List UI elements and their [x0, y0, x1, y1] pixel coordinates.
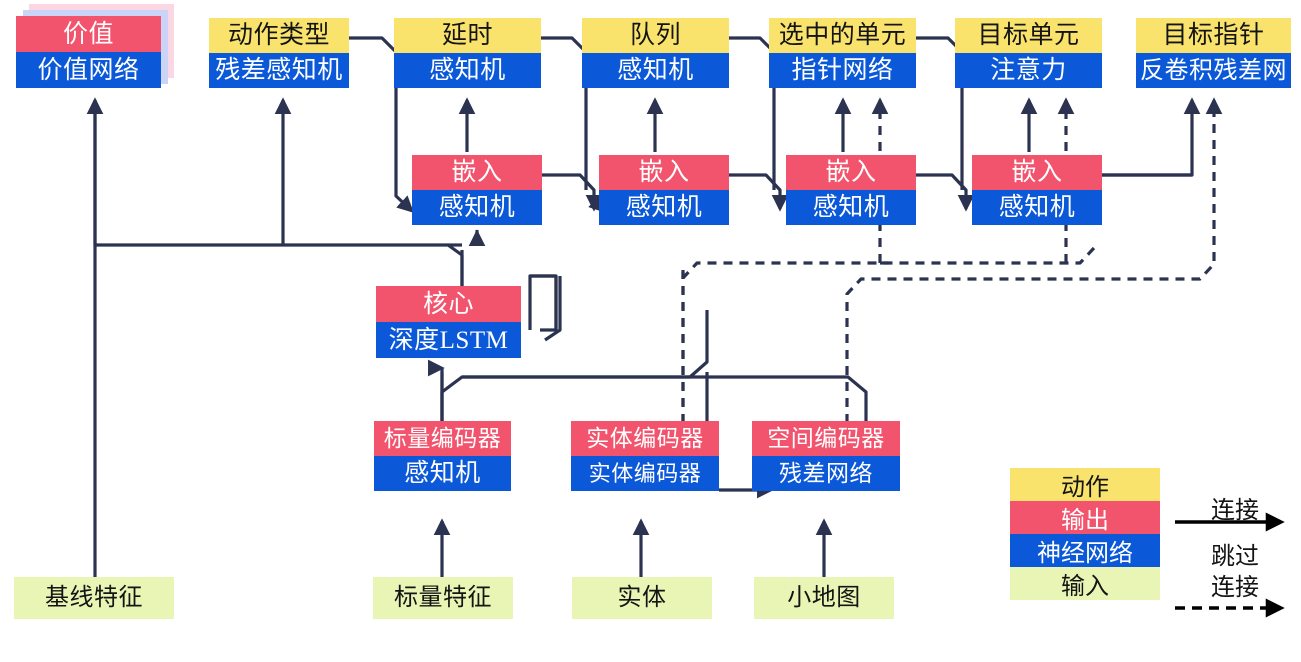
node-input-entities-label: 实体 [572, 577, 712, 619]
legend-arrow-icons [1175, 512, 1285, 618]
node-entity-encoder-top: 实体编码器 [571, 421, 719, 456]
node-target-unit-bottom: 注意力 [955, 53, 1102, 88]
node-entity-encoder-bottom: 实体编码器 [571, 456, 719, 491]
node-scalar-encoder-bottom: 感知机 [374, 456, 511, 491]
legend-swatch-output: 输出 [1010, 501, 1160, 534]
node-entity-encoder[interactable]: 实体编码器 实体编码器 [571, 421, 719, 491]
node-selected-units[interactable]: 选中的单元 指针网络 [769, 18, 916, 88]
node-embed-3[interactable]: 嵌入 感知机 [786, 155, 916, 225]
node-input-scalar-features[interactable]: 标量特征 [373, 577, 513, 619]
node-input-minimap-label: 小地图 [754, 577, 894, 619]
node-input-minimap[interactable]: 小地图 [754, 577, 894, 619]
legend-dashed-arrow-label-2: 连接 [1211, 575, 1259, 601]
node-target-point-top: 目标指针 [1136, 18, 1291, 53]
node-delay[interactable]: 延时 感知机 [394, 18, 541, 88]
node-selected-units-bottom: 指针网络 [769, 53, 916, 88]
node-queue-top: 队列 [582, 18, 729, 53]
legend-dashed-arrow-label-1: 跳过 [1211, 544, 1259, 570]
node-embed-4[interactable]: 嵌入 感知机 [972, 155, 1102, 225]
node-spatial-encoder-top: 空间编码器 [752, 421, 900, 456]
node-embed-2[interactable]: 嵌入 感知机 [599, 155, 729, 225]
node-embed-3-bottom: 感知机 [786, 190, 916, 225]
node-embed-1[interactable]: 嵌入 感知机 [412, 155, 542, 225]
node-embed-4-top: 嵌入 [972, 155, 1102, 190]
node-embed-4-bottom: 感知机 [972, 190, 1102, 225]
node-target-unit[interactable]: 目标单元 注意力 [955, 18, 1102, 88]
node-spatial-encoder-bottom: 残差网络 [752, 456, 900, 491]
node-embed-2-bottom: 感知机 [599, 190, 729, 225]
node-embed-1-top: 嵌入 [412, 155, 542, 190]
legend-swatches: 动作 输出 神经网络 输入 [1010, 468, 1160, 600]
legend-solid-arrow-label: 连接 [1211, 498, 1259, 524]
node-target-point-bottom: 反卷积残差网 [1136, 53, 1291, 88]
node-action-type-bottom: 残差感知机 [209, 53, 349, 88]
node-scalar-encoder[interactable]: 标量编码器 感知机 [374, 421, 511, 491]
node-target-point[interactable]: 目标指针 反卷积残差网 [1136, 18, 1291, 88]
legend-swatch-action: 动作 [1010, 468, 1160, 501]
edges-dashed-skip [681, 97, 1223, 455]
node-queue[interactable]: 队列 感知机 [582, 18, 729, 88]
node-action-type-top: 动作类型 [209, 18, 349, 53]
node-input-scalar-features-label: 标量特征 [373, 577, 513, 619]
node-input-baseline-features[interactable]: 基线特征 [14, 577, 174, 619]
node-scalar-encoder-top: 标量编码器 [374, 421, 511, 456]
node-selected-units-top: 选中的单元 [769, 18, 916, 53]
node-input-baseline-features-label: 基线特征 [14, 577, 174, 619]
node-spatial-encoder[interactable]: 空间编码器 残差网络 [752, 421, 900, 491]
legend-swatch-network: 神经网络 [1010, 534, 1160, 567]
node-core-bottom: 深度LSTM [376, 322, 521, 358]
node-action-type[interactable]: 动作类型 残差感知机 [209, 18, 349, 88]
node-target-unit-top: 目标单元 [955, 18, 1102, 53]
node-embed-2-top: 嵌入 [599, 155, 729, 190]
node-input-entities[interactable]: 实体 [572, 577, 712, 619]
node-queue-bottom: 感知机 [582, 53, 729, 88]
node-embed-3-top: 嵌入 [786, 155, 916, 190]
node-core-top: 核心 [376, 286, 521, 322]
node-delay-top: 延时 [394, 18, 541, 53]
legend-swatch-input: 输入 [1010, 567, 1160, 600]
node-delay-bottom: 感知机 [394, 53, 541, 88]
node-core[interactable]: 核心 深度LSTM [376, 286, 521, 358]
node-embed-1-bottom: 感知机 [412, 190, 542, 225]
node-value[interactable]: 价值 价值网络 [16, 16, 161, 88]
node-value-bottom: 价值网络 [16, 52, 161, 88]
node-value-top: 价值 [16, 16, 161, 52]
